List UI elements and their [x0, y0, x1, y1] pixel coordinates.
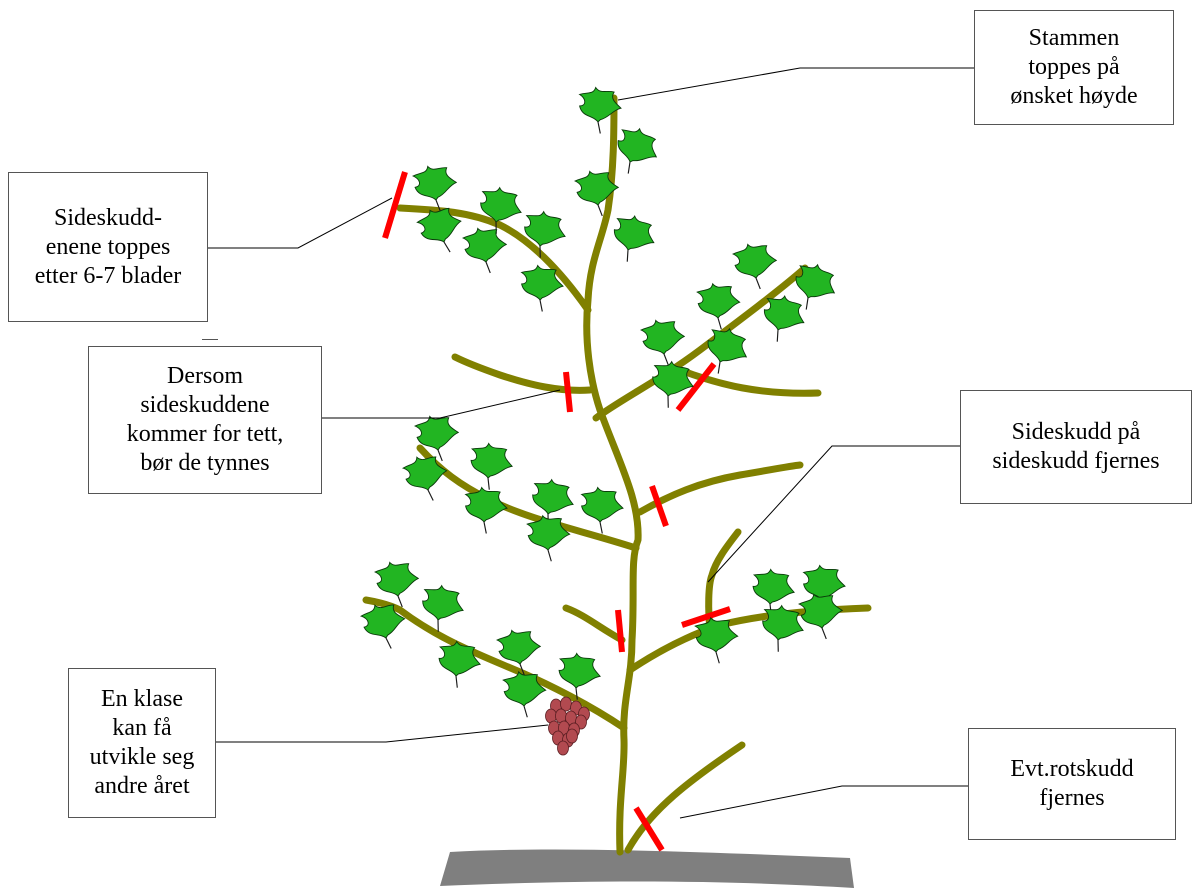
label-line: En klase	[90, 685, 195, 714]
label-root-shoots: Evt.rotskudd fjernes	[968, 728, 1176, 840]
middle-right-shoot	[640, 465, 800, 512]
grape-leaf-icon	[476, 185, 525, 237]
label-thin-dense: Dersom sideskuddene kommer for tett, bør…	[88, 346, 322, 494]
grape-berry	[558, 741, 569, 755]
label-line: enene toppes	[35, 233, 182, 262]
leader-root-shoots	[680, 786, 968, 818]
label-line: ønsket høyde	[1010, 82, 1137, 111]
grape-leaf-icon	[732, 240, 781, 292]
label-line: kan få	[90, 714, 195, 743]
label-line: sideskuddene	[127, 391, 284, 420]
grape-berry	[567, 729, 578, 743]
grape-leaf-icon	[503, 670, 548, 719]
cut-mark-icon	[618, 610, 622, 652]
label-line: utvikle seg	[90, 743, 195, 772]
label-line: Dersom	[127, 362, 284, 391]
grape-leaf-icon	[582, 488, 623, 534]
label-one-cluster: En klase kan få utvikle seg andre året	[68, 668, 216, 818]
label-line: Sideskudd på	[992, 418, 1159, 447]
leader-stem-top	[618, 68, 974, 100]
root-shoot	[628, 745, 742, 850]
label-line: bør de tynnes	[127, 449, 284, 478]
grape-leaf-icon	[607, 212, 659, 267]
leader-one-cluster	[216, 725, 548, 742]
ground	[440, 850, 854, 888]
label-line: sideskudd fjernes	[992, 447, 1159, 476]
grape-leaf-icon	[462, 224, 511, 276]
leader-side-shoots-top	[208, 198, 392, 248]
stray-dash	[202, 339, 218, 340]
lower-left-stub	[566, 608, 622, 640]
label-side-on-side: Sideskudd på sideskudd fjernes	[960, 390, 1192, 504]
cut-mark-icon	[566, 372, 570, 412]
label-line: kommer for tett,	[127, 420, 284, 449]
label-line: Sideskudd-	[35, 204, 182, 233]
label-line: toppes på	[1010, 53, 1137, 82]
label-line: fjernes	[1010, 784, 1133, 813]
label-line: Evt.rotskudd	[1010, 755, 1133, 784]
grape-leaf-icon	[359, 599, 411, 654]
label-line: andre året	[90, 772, 195, 801]
label-stem-top: Stammen toppes på ønsket høyde	[974, 10, 1174, 125]
grape-leaf-icon	[648, 359, 697, 411]
grape-leaf-icon	[469, 442, 514, 491]
grape-leaf-icon	[414, 412, 463, 464]
label-line: Stammen	[1010, 24, 1137, 53]
grape-leaf-icon	[798, 590, 847, 642]
leaves	[359, 88, 846, 720]
grape-leaf-icon	[401, 451, 453, 506]
label-side-shoots-top: Sideskudd- enene toppes etter 6-7 blader	[8, 172, 208, 322]
leader-thin-dense	[322, 390, 560, 418]
grape-leaf-icon	[466, 488, 507, 534]
grape-leaf-icon	[437, 640, 482, 689]
leader-side-on-side	[708, 446, 960, 582]
main-trunk	[587, 98, 638, 852]
label-line: etter 6-7 blader	[35, 262, 182, 291]
